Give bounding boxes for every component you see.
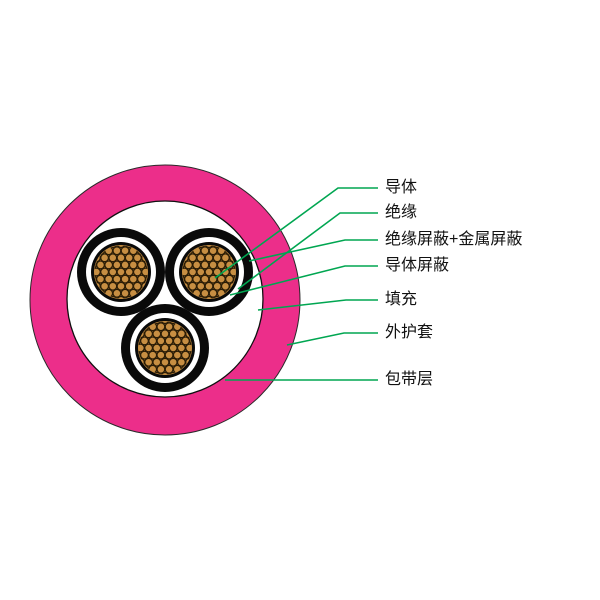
- leader-line-conductor-shield: [229, 265, 378, 296]
- leader-line-filling: [257, 299, 378, 311]
- label-outer-sheath: 外护套: [385, 324, 434, 341]
- label-insulation-shield-metal-shield: 绝缘屏蔽+金属屏蔽: [385, 231, 523, 248]
- leader-line-conductor: [214, 187, 378, 279]
- leader-line-insulation: [237, 212, 378, 290]
- cable-core-top-right: [165, 228, 253, 316]
- cable-core-top-left: [77, 228, 165, 316]
- label-conductor: 导体: [385, 179, 418, 196]
- leader-line-insulation-shield-metal-shield: [248, 239, 378, 262]
- label-conductor-shield: 导体屏蔽: [385, 257, 450, 274]
- label-insulation: 绝缘: [385, 204, 418, 221]
- leader-line-outer-sheath: [286, 332, 378, 346]
- label-tape-layer: 包带层: [385, 371, 434, 388]
- label-filling: 填充: [385, 291, 418, 308]
- cable-core-bottom: [121, 304, 209, 392]
- conductor-strands: [182, 245, 236, 299]
